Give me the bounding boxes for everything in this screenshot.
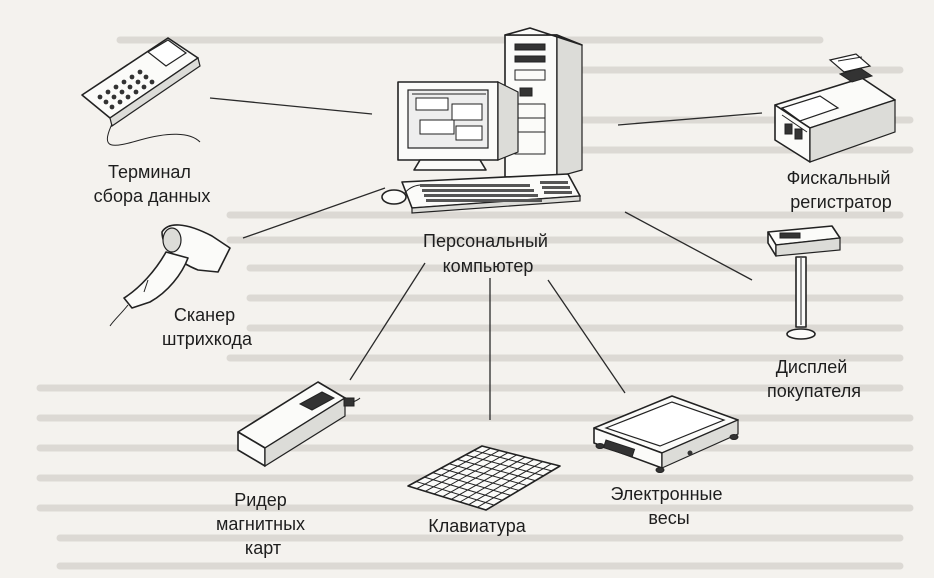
keypad-grid-line: [448, 463, 528, 487]
keypad-grid-line: [465, 454, 544, 477]
keypad-grid-line: [425, 450, 500, 492]
keyboard-icon: [407, 445, 561, 511]
keypad-grid-line: [468, 461, 543, 506]
keypad-grid-line: [433, 452, 509, 495]
reader-label: Ридер магнитных карт: [216, 490, 310, 558]
keypad-grid-line: [416, 481, 495, 506]
keypad-grid-line: [442, 454, 517, 498]
card-reader-icon: [237, 381, 361, 468]
keyboard-label: Клавиатура: [428, 516, 526, 536]
keypad-grid-line: [451, 456, 526, 500]
keypad-grid-line: [473, 449, 552, 472]
scales-label: Электронные весы: [610, 484, 727, 528]
keypad-grid-line: [459, 458, 535, 503]
keypad-grid-line: [477, 463, 552, 508]
keypad-grid-line: [440, 467, 520, 491]
fiscal-label: Фискальный регистратор: [787, 168, 896, 212]
customer-display-icon: [767, 225, 841, 340]
link-scales: [547, 279, 626, 394]
keypad-grid-line: [432, 472, 511, 496]
display-label: Дисплей покупателя: [767, 357, 861, 401]
keypad-grid-line: [457, 458, 536, 482]
link-reader: [349, 262, 426, 381]
terminal-label: Терминал сбора данных: [94, 162, 211, 206]
link-display: [624, 211, 753, 281]
scales-icon: [593, 395, 739, 473]
scanner-label: Сканер штрихкода: [162, 305, 253, 349]
connections: [209, 97, 763, 420]
link-fiscal: [617, 112, 763, 126]
keypad-grid-line: [424, 476, 503, 501]
computer-label: Персональный компьютер: [423, 231, 553, 276]
scanner-icon: [109, 224, 231, 327]
link-terminal: [209, 97, 373, 115]
keypad-grid-line: [416, 447, 491, 490]
computer-icon: [381, 27, 583, 214]
terminal-icon: [81, 37, 201, 146]
fiscal-register-icon: [774, 53, 896, 163]
link-scanner: [242, 187, 386, 239]
